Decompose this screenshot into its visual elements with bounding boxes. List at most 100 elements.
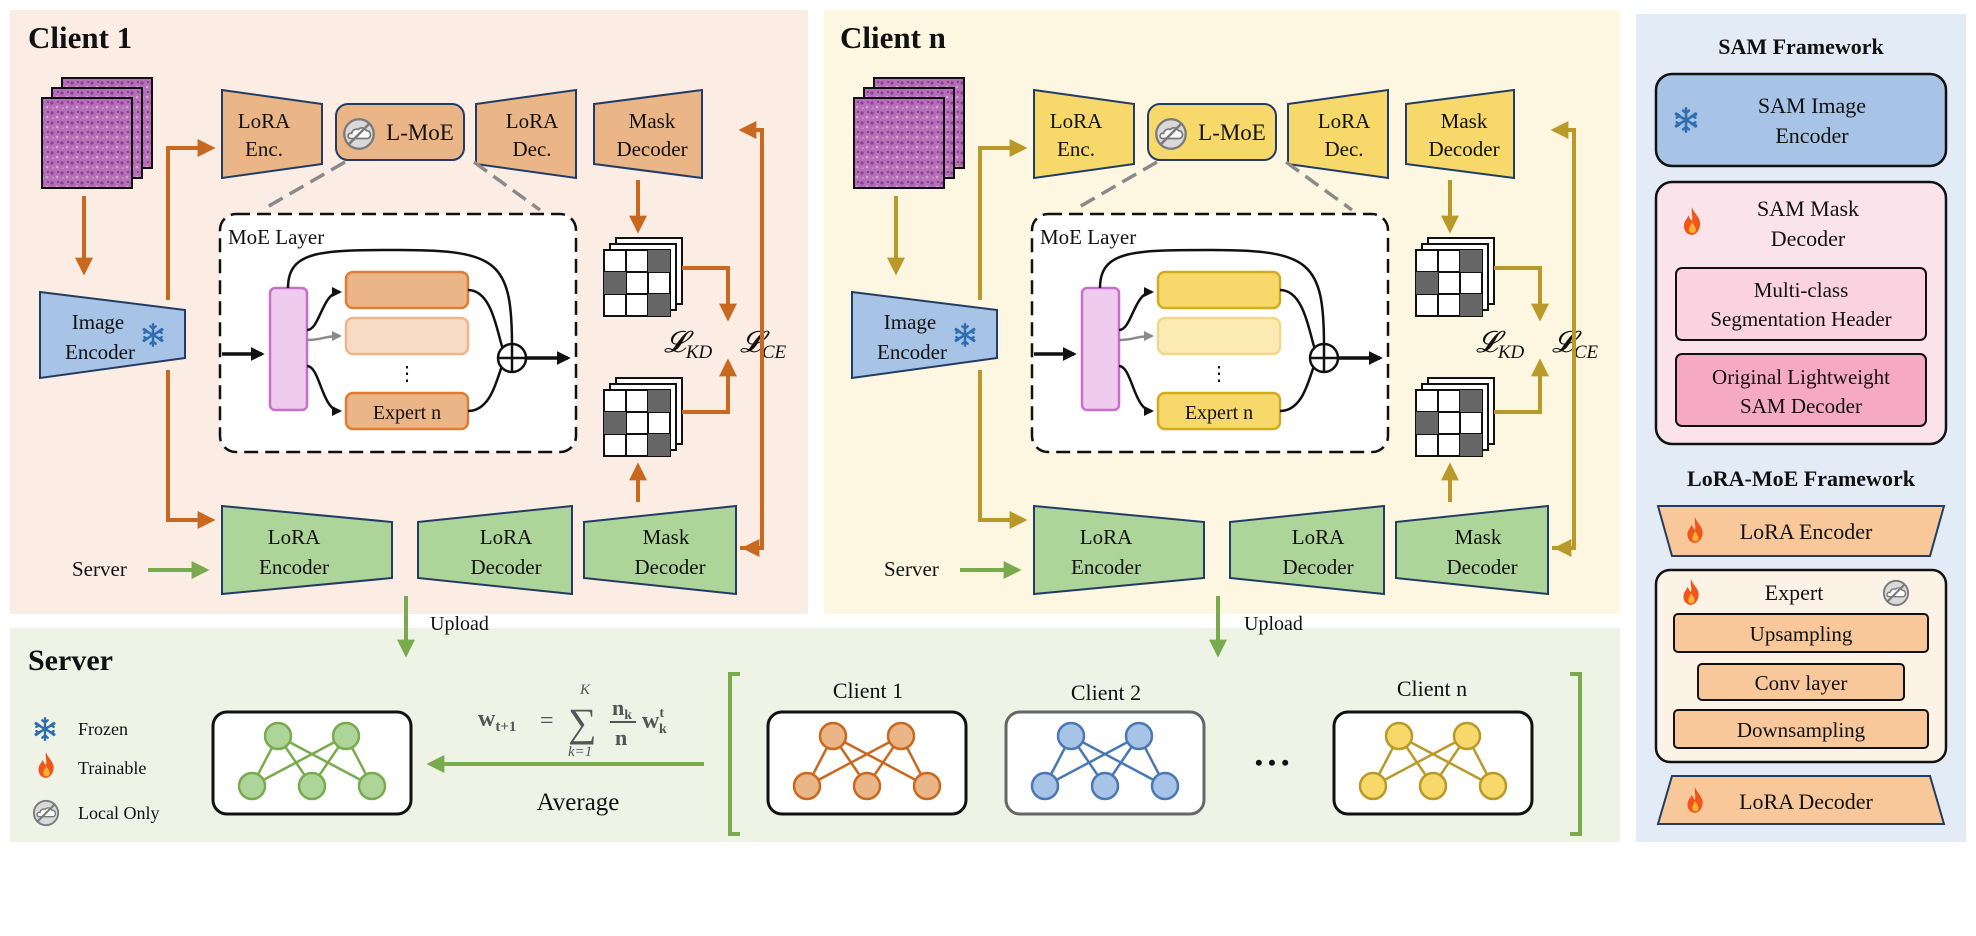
svg-text:LoRA: LoRA [1080,525,1133,549]
mask-output-bottom [603,377,683,457]
local-only-icon [32,799,60,827]
svg-text:LoRA: LoRA [506,109,559,133]
clientn-title: Client n [840,20,946,55]
input-images [41,77,153,189]
svg-text:Decoder: Decoder [1446,555,1517,579]
svg-text:wt+1: wt+1 [478,706,516,735]
client1-section: Client 1 Image Encoder LoRA Enc. L- [28,20,786,658]
svg-text:Expert n: Expert n [373,402,441,424]
local-only-icon [1882,579,1910,607]
expert-legend: Expert Upsampling Conv layer Downsamplin… [1654,568,1948,764]
svg-text:Downsampling: Downsampling [1737,718,1866,742]
server-title: Server [28,644,113,677]
clientn-section: Client n Image Encoder LoRA Enc. L-MoE [840,20,1598,658]
svg-text:Enc.: Enc. [1057,137,1095,161]
svg-text:SAM Image: SAM Image [1758,93,1866,118]
average-label: Average [537,789,620,816]
upload-label: Upload [430,613,489,635]
svg-text:Expert: Expert [1765,580,1824,605]
upsampling-block [1673,613,1929,653]
svg-text:Dec.: Dec. [1324,137,1363,161]
lora-decoder-legend: LoRA Decoder [1656,775,1946,825]
svg-text:Mask: Mask [629,109,676,133]
ellipsis: • • • [1255,750,1289,775]
svg-text:Dec.: Dec. [512,137,551,161]
sam-image-encoder: SAM Image Encoder [1654,72,1948,168]
svg-text:=: = [540,708,554,734]
svg-text:Multi-class: Multi-class [1754,278,1849,302]
original-sam-decoder [1675,353,1927,427]
svg-text:Image: Image [72,310,124,334]
downsampling-block [1673,709,1929,749]
l-moe-box: L-MoE [1147,103,1277,161]
svg-text:Decoder: Decoder [634,555,705,579]
svg-text:L-MoE: L-MoE [1198,120,1266,145]
global-model [211,710,413,816]
svg-text:MoE Layer: MoE Layer [1040,225,1136,249]
client2-model [1004,710,1206,816]
svg-text:⋮: ⋮ [397,363,417,385]
loss-ce: 𝓛CE [1552,326,1598,363]
svg-text:∑: ∑ [568,700,597,745]
svg-text:MoE Layer: MoE Layer [228,225,324,249]
lora-decoder-bottom: LoRA Decoder [417,504,573,596]
image-encoder: Image Encoder [39,290,186,380]
lora-dec-top: LoRA Dec. [475,88,577,180]
upload-label: Upload [1244,613,1303,635]
expert-1 [344,270,470,310]
lora-enc-top: LoRA Enc. [1033,88,1135,180]
local-only-icon [343,118,375,150]
svg-text:LoRA Encoder: LoRA Encoder [1740,519,1873,544]
moe-layer: MoE Layer ⋮ Expert n [218,212,578,454]
lora-encoder-legend: LoRA Encoder [1656,505,1946,557]
client1-model-label: Client 1 [833,678,903,703]
svg-text:LoRA: LoRA [1318,109,1371,133]
mask-output-bottom [1415,377,1495,457]
svg-text:k=1: k=1 [568,744,592,760]
svg-text:L-MoE: L-MoE [386,120,454,145]
mask-decoder-bottom: Mask Decoder [1395,504,1549,596]
svg-text:Mask: Mask [1455,525,1502,549]
server-label: Server [884,557,939,581]
svg-text:wtk: wtk [642,706,667,737]
svg-text:Image: Image [884,310,936,334]
lora-enc-top: LoRA Enc. [221,88,323,180]
clientn-model-label: Client n [1397,676,1467,701]
svg-text:Decoder: Decoder [1428,137,1499,161]
mask-output-top [603,237,683,317]
lora-decoder-bottom: LoRA Decoder [1229,504,1385,596]
expert-1 [1156,270,1282,310]
mask-decoder-top: Mask Decoder [593,88,703,180]
lora-dec-top: LoRA Dec. [1287,88,1389,180]
moe-layer: MoE Layer ⋮ Expert n [1030,212,1390,454]
expert-2 [1156,316,1282,356]
client1-model [766,710,968,816]
conv-layer-block [1697,663,1905,701]
svg-text:LoRA: LoRA [238,109,291,133]
router [268,286,309,412]
svg-text:Frozen: Frozen [78,719,128,739]
svg-text:Encoder: Encoder [1071,555,1141,579]
mask-output-top [1415,237,1495,317]
svg-text:Conv layer: Conv layer [1755,671,1848,695]
svg-text:Original Lightweight: Original Lightweight [1712,365,1890,389]
svg-text:Mask: Mask [643,525,690,549]
mask-decoder-top: Mask Decoder [1405,88,1515,180]
svg-text:SAM Decoder: SAM Decoder [1740,394,1862,418]
lora-encoder-bottom: LoRA Encoder [1033,504,1205,596]
sam-framework-title: SAM Framework [1718,34,1884,59]
svg-text:nk: nk [612,695,632,723]
sam-mask-decoder: SAM Mask Decoder Multi-class Segmentatio… [1654,180,1948,446]
expert-2 [344,316,470,356]
svg-text:Encoder: Encoder [65,340,135,364]
client2-model-label: Client 2 [1071,680,1141,705]
svg-text:Encoder: Encoder [877,340,947,364]
lora-moe-title: LoRA-MoE Framework [1687,466,1916,491]
svg-text:Trainable: Trainable [78,758,146,778]
svg-text:Mask: Mask [1441,109,1488,133]
svg-text:Upsampling: Upsampling [1750,622,1853,646]
input-images [853,77,965,189]
svg-text:LoRA: LoRA [1050,109,1103,133]
clientn-model [1332,710,1534,816]
svg-text:LoRA: LoRA [480,525,533,549]
